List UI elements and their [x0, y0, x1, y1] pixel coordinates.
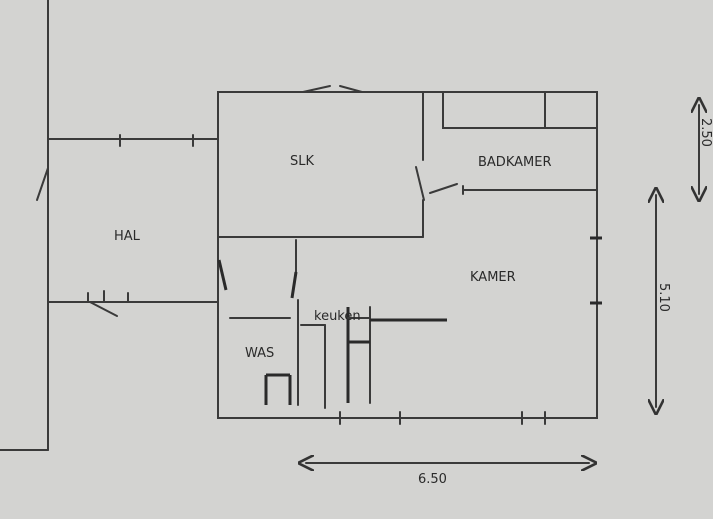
room-label-kamer: KAMER	[470, 270, 516, 285]
door-hal-bottom	[89, 301, 118, 317]
dimension-label-badkamer: 2.50	[698, 118, 713, 147]
dimension-label-depth: 5.10	[656, 283, 671, 312]
dimension-label-width: 6.50	[418, 472, 447, 487]
room-label-keuken: keuken	[314, 309, 361, 324]
was-keuken-walls	[229, 299, 447, 409]
main-walls	[217, 85, 602, 425]
door-hal-left	[36, 167, 49, 201]
hal-walls	[36, 134, 219, 317]
room-label-badkamer: BADKAMER	[478, 155, 551, 170]
adjacent-walls	[0, 0, 49, 451]
room-label-was: WAS	[245, 346, 274, 361]
room-label-hal: HAL	[114, 229, 141, 244]
room-label-slk: SLK	[290, 154, 314, 169]
